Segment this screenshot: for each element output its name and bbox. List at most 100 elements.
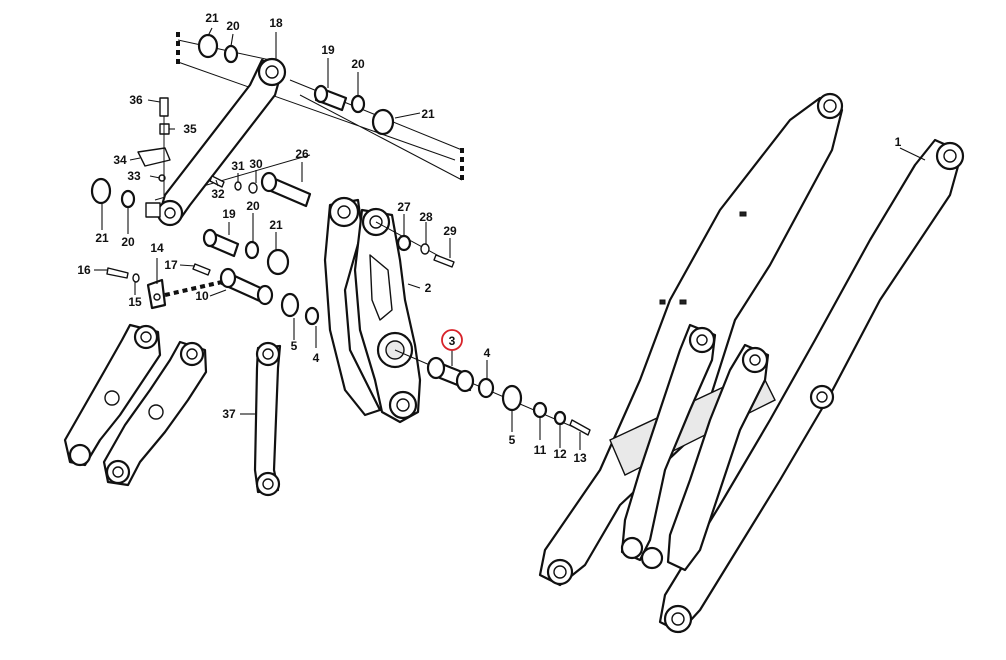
link-rod-37	[253, 344, 282, 494]
callout-34: 34	[113, 153, 127, 167]
arm-detail-mark-3	[659, 299, 666, 305]
link-rod-bottom-hole	[262, 478, 274, 490]
bellcrank-cutout	[369, 254, 393, 321]
ring-20-left	[120, 189, 136, 209]
callout-10: 10	[195, 289, 209, 303]
pin-10-dashed-link	[164, 280, 223, 297]
ring-4-left	[304, 306, 320, 326]
arm-bellcrank-right-hole	[749, 354, 761, 366]
callout-2: 2	[425, 281, 432, 295]
callout-5-right: 5	[509, 433, 516, 447]
callout-37: 37	[222, 407, 236, 421]
washer-30	[248, 182, 258, 194]
callout-28: 28	[419, 210, 433, 224]
callout-21-upper: 21	[421, 107, 435, 121]
bellcrank-bottom-hole	[396, 398, 410, 412]
callout-11: 11	[534, 443, 547, 457]
callout-31: 31	[231, 159, 245, 173]
callout-19-lower: 19	[222, 207, 236, 221]
hardware	[90, 33, 591, 436]
callout-17: 17	[164, 258, 178, 272]
callout-35: 35	[183, 122, 197, 136]
callout-4-left: 4	[313, 351, 320, 365]
retainer-34	[137, 147, 171, 167]
bolt-16	[106, 267, 129, 279]
callout-20-top: 20	[226, 19, 240, 33]
arm-bellcrank-left	[620, 323, 717, 562]
upper-link-assembly	[145, 32, 464, 227]
callout-33: 33	[127, 169, 141, 183]
callout-12: 12	[553, 447, 567, 461]
upper-link-grease-block	[145, 202, 161, 218]
bushing-19-upper-end	[313, 84, 329, 104]
link-left-front-bottom-hole	[112, 466, 124, 478]
front-arm-pivot-top-hole	[943, 149, 957, 163]
washer-31	[234, 181, 242, 191]
callout-30: 30	[249, 157, 263, 171]
link-left-front-top-hole	[186, 348, 198, 360]
washer-12	[553, 410, 567, 426]
highlight-ring-3[interactable]	[441, 329, 463, 351]
grease-nipple-17	[192, 263, 211, 276]
bushing-3-end-2	[455, 369, 475, 393]
ring-20-top	[223, 44, 239, 64]
pin-10-end-2	[256, 284, 274, 306]
callout-21-left: 21	[95, 231, 109, 245]
arm-bellcrank-right	[666, 343, 770, 572]
bellcrank-assembly	[323, 196, 586, 433]
callout-20-left: 20	[121, 235, 135, 249]
callout-4-right: 4	[484, 346, 491, 360]
arm-pivot-bottom-hole	[553, 565, 567, 579]
callout-labels: 1 2 3 4 4 5 5 10 11 12 13 14 15 16 17 18…	[77, 11, 901, 465]
bracket-14-hole	[153, 293, 161, 301]
arm-pivot-top-hole	[823, 99, 837, 113]
callout-20-upper: 20	[351, 57, 365, 71]
ring-20-upper	[350, 94, 366, 114]
arm-detail-mark-2	[679, 299, 687, 305]
arm-bellcrank-left-hole	[696, 334, 708, 346]
callout-29: 29	[443, 224, 457, 238]
callout-1: 1	[895, 135, 902, 149]
washer-15	[132, 273, 140, 283]
bolt-13	[569, 419, 591, 436]
callout-32: 32	[211, 187, 225, 201]
link-rod-top-hole	[262, 348, 274, 360]
ring-4-right	[477, 377, 495, 399]
callout-36: 36	[129, 93, 143, 107]
ring-20-lower	[244, 240, 260, 260]
link-left-rear-bottom-boss	[68, 443, 92, 467]
bolt-36	[159, 97, 169, 117]
callout-21-top: 21	[205, 11, 219, 25]
arm-bellcrank-right-foot	[640, 546, 664, 570]
pin-26-end	[260, 171, 278, 193]
ring-5-left	[280, 292, 300, 318]
arm-bellcrank-left-foot	[620, 536, 644, 560]
bushing-19-lower-end	[202, 228, 218, 248]
washer-27	[396, 234, 412, 252]
callout-26: 26	[295, 147, 309, 161]
callout-20-middle: 20	[246, 199, 260, 213]
upper-link-bottom-hole	[164, 207, 176, 219]
leader-lines	[94, 27, 926, 450]
ring-21-lower	[266, 248, 290, 276]
bushing-3-end	[426, 356, 446, 380]
callout-14: 14	[150, 241, 164, 255]
callout-15: 15	[128, 295, 142, 309]
washer-11	[532, 401, 548, 419]
front-arm-mid-hole	[816, 391, 828, 403]
loose-links	[63, 323, 282, 497]
pin-10-end	[219, 267, 237, 289]
loader-arm-assembly	[538, 92, 965, 634]
callout-19-upper: 19	[321, 43, 335, 57]
callout-27: 27	[397, 200, 411, 214]
callout-13: 13	[573, 451, 587, 465]
callout-3-highlighted[interactable]: 3	[449, 334, 456, 348]
upper-link-top-hole	[265, 65, 279, 79]
callout-21-middle: 21	[269, 218, 283, 232]
link-left-front-mid-hole	[148, 404, 164, 420]
arm-detail-mark	[739, 211, 747, 217]
ring-21-top	[197, 33, 219, 59]
bellcrank-rear-top-hole	[337, 205, 351, 219]
callout-16: 16	[77, 263, 91, 277]
